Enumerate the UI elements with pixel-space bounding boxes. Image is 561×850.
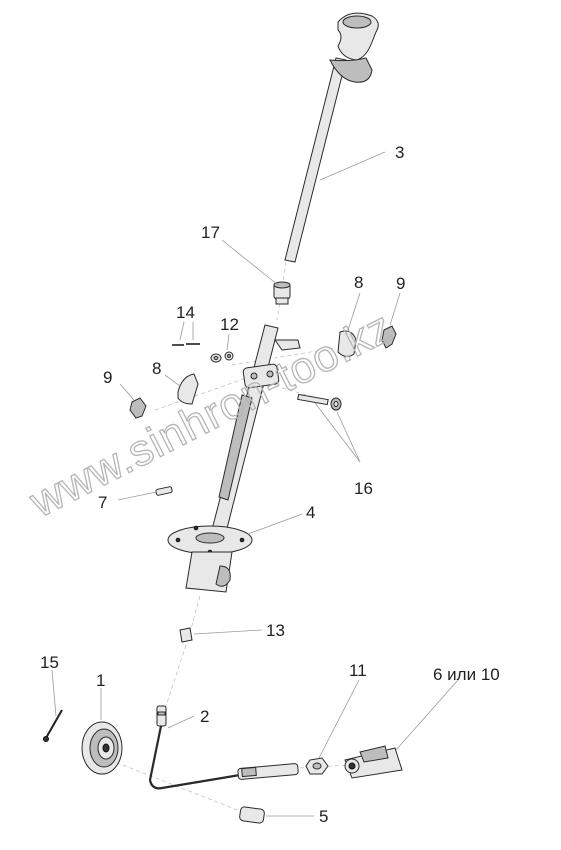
callout-4: 4 [306,503,315,522]
callout-17: 17 [201,223,220,242]
callout-6-or-10: 6 или 10 [433,665,500,684]
callout-7: 7 [98,493,107,512]
sleeve [179,627,193,643]
shift-lever-rod [284,12,379,263]
small-pin [155,486,173,496]
cotter-pin [43,709,63,742]
housing-bracket [242,363,280,389]
callout-14: 14 [176,303,195,322]
clip-left [129,397,147,419]
callout-16: 16 [354,479,373,498]
clevis-fork [344,745,403,779]
callout-15: 15 [40,653,59,672]
watermark-text: www.sinhron-too.kz [21,302,400,527]
callout-3: 3 [395,143,404,162]
callout-8-left: 8 [152,359,161,378]
callout-8-right: 8 [354,273,363,292]
callout-2: 2 [200,707,209,726]
callout-labels: 3 17 14 12 8 9 9 8 16 7 4 13 15 1 2 11 6… [40,143,500,826]
nut [305,757,329,775]
callout-1: 1 [96,671,105,690]
washers [210,351,234,363]
lever-housing [167,324,301,593]
clip-right [381,325,397,349]
cam-left [177,373,199,405]
callout-9-left: 9 [103,368,112,387]
bushing [273,281,291,305]
callout-11: 11 [349,661,367,680]
end-cap [239,806,265,824]
callout-13: 13 [266,621,285,640]
pins [172,343,200,346]
control-cable [148,705,299,790]
cam-right [337,330,357,358]
bolt-assembly [297,393,342,411]
callout-12: 12 [220,315,239,334]
pulley [81,721,123,775]
callout-9-right: 9 [396,274,405,293]
callout-5: 5 [319,807,328,826]
leader-lines [51,151,459,817]
